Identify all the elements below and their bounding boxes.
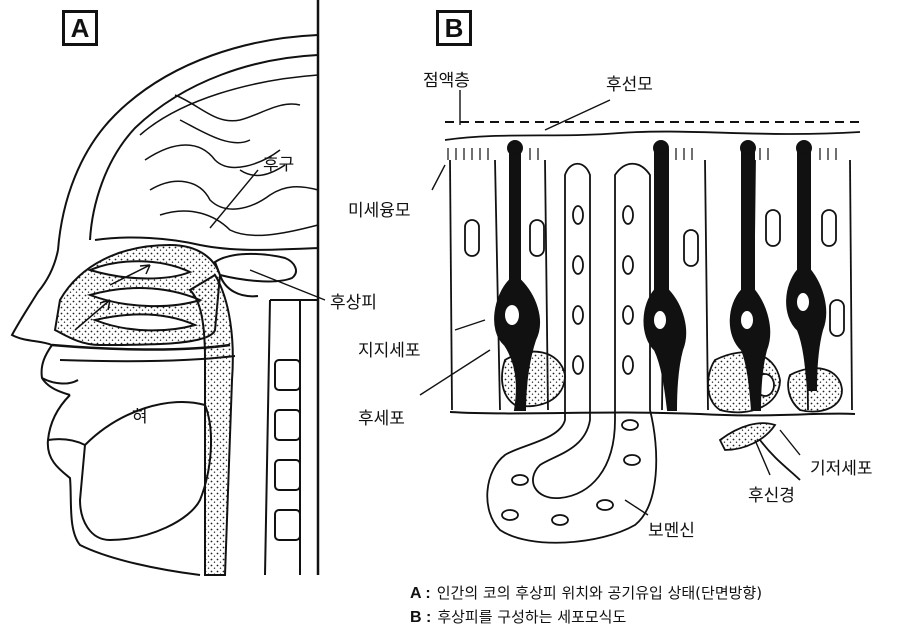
- caption-b-text: 후상피를 구성하는 세포모식도: [437, 608, 626, 626]
- label-olfactory-epithelium: 후상피: [330, 288, 377, 313]
- label-olfactory-nerve: 후신경: [748, 481, 795, 506]
- label-basal-cell: 기저세포: [810, 454, 873, 479]
- caption-b: B : 후상피를 구성하는 세포모식도: [410, 606, 626, 627]
- label-mucus-layer: 점액층: [423, 66, 470, 91]
- caption-a: A : 인간의 코의 후상피 위치와 공기유입 상태(단면방향): [410, 582, 762, 603]
- caption-a-key: A :: [410, 585, 431, 602]
- label-olfactory-bulb: 후구: [263, 150, 294, 175]
- label-microvilli: 미세융모: [348, 196, 411, 221]
- caption-b-key: B :: [410, 609, 431, 626]
- label-olfactory-cell: 후세포: [358, 404, 405, 429]
- panel-b-badge: B: [436, 10, 472, 46]
- label-tongue: 혀: [132, 402, 148, 427]
- head-section-illustration: [12, 0, 318, 575]
- label-supporting-cell: 지지세포: [358, 336, 421, 361]
- label-bowman-gland: 보멘신: [648, 516, 695, 541]
- label-olfactory-cilia: 후선모: [606, 70, 653, 95]
- caption-a-text: 인간의 코의 후상피 위치와 공기유입 상태(단면방향): [437, 584, 762, 602]
- panel-a-badge: A: [62, 10, 98, 46]
